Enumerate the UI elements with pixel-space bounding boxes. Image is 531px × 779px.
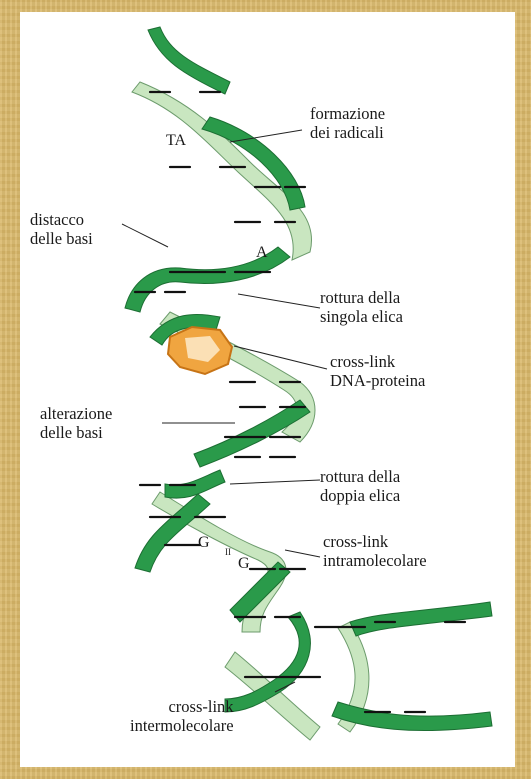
- base-label-g1: G: [198, 534, 210, 552]
- base-label-g2: G: [238, 555, 250, 573]
- label-base-alteration-line1: alterazione: [40, 404, 112, 423]
- label-single-strand-break-line1: rottura della: [320, 288, 403, 307]
- label-intermolecular-crosslink-line2: intermolecolare: [130, 716, 234, 735]
- label-base-alteration: alterazione delle basi: [40, 404, 112, 442]
- label-base-alteration-line2: delle basi: [40, 423, 112, 442]
- label-single-strand-break: rottura della singola elica: [320, 288, 403, 326]
- label-radical-formation-line1: formazione: [310, 104, 385, 123]
- label-dna-protein-crosslink-line1: cross-link: [330, 352, 425, 371]
- label-radical-formation: formazione dei radicali: [310, 104, 385, 142]
- label-single-strand-break-line2: singola elica: [320, 307, 403, 326]
- label-intramolecular-crosslink-line1: cross-link: [323, 532, 427, 551]
- base-bond-label: II: [225, 547, 231, 557]
- base-label-a: A: [256, 244, 268, 262]
- label-double-strand-break-line1: rottura della: [320, 467, 400, 486]
- label-intramolecular-crosslink: cross-link intramolecolare: [323, 532, 427, 570]
- label-base-detachment: distacco delle basi: [30, 210, 93, 248]
- label-radical-formation-line2: dei radicali: [310, 123, 385, 142]
- diagram-panel: TA A G II G formazione dei radicali dist…: [20, 12, 515, 767]
- label-intermolecular-crosslink: cross-link intermolecolare: [130, 697, 234, 735]
- light-strand: [132, 82, 369, 740]
- label-intermolecular-crosslink-line1: cross-link: [130, 697, 234, 716]
- base-label-ta: TA: [166, 132, 186, 150]
- dna-helix-drawing: [20, 12, 515, 767]
- label-double-strand-break: rottura della doppia elica: [320, 467, 400, 505]
- label-dna-protein-crosslink-line2: DNA-proteina: [330, 371, 425, 390]
- label-intramolecular-crosslink-line2: intramolecolare: [323, 551, 427, 570]
- label-base-detachment-line1: distacco: [30, 210, 93, 229]
- label-dna-protein-crosslink: cross-link DNA-proteina: [330, 352, 425, 390]
- label-double-strand-break-line2: doppia elica: [320, 486, 400, 505]
- label-base-detachment-line2: delle basi: [30, 229, 93, 248]
